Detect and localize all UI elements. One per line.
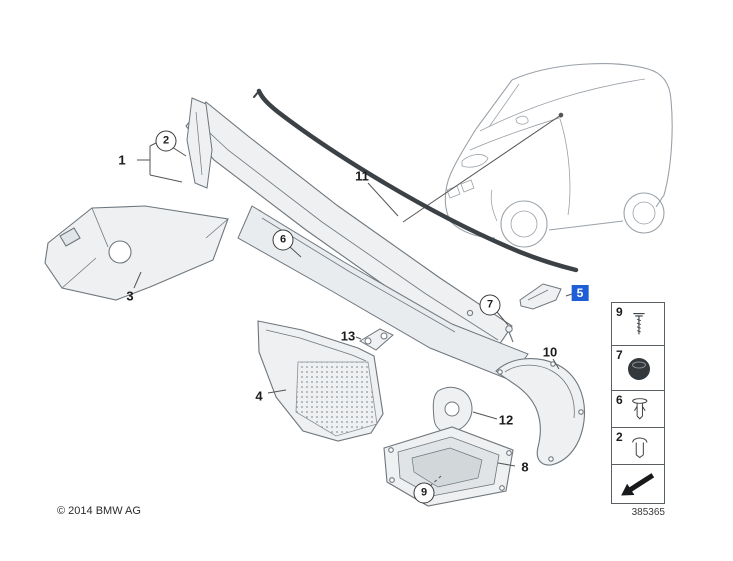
copyright-text: © 2014 BMW AG xyxy=(57,505,141,517)
leader-lines xyxy=(133,141,573,487)
legend-item-label: 9 xyxy=(616,305,623,319)
callout-12[interactable]: 12 xyxy=(498,412,514,428)
legend-item-label: 2 xyxy=(616,430,623,444)
fastener-legend: 9 7 6 xyxy=(611,302,665,504)
part-13-bracket xyxy=(359,328,394,351)
callout-10[interactable]: 10 xyxy=(542,344,558,360)
part-5-cover xyxy=(519,283,562,310)
callout-5-selected[interactable]: 5 xyxy=(571,285,589,301)
callout-11[interactable]: 11 xyxy=(355,168,369,184)
legend-item-2[interactable]: 2 xyxy=(611,427,665,465)
vehicle-location-sketch xyxy=(444,63,673,248)
part-4-mesh-panel xyxy=(257,320,384,442)
location-pointer-line xyxy=(402,112,564,223)
callout-2[interactable]: 2 xyxy=(155,130,177,152)
part-12-bracket xyxy=(432,387,473,433)
diagram-number: 385365 xyxy=(631,507,665,518)
grommet-icon xyxy=(628,358,650,380)
callout-3[interactable]: 3 xyxy=(126,288,134,304)
callout-13[interactable]: 13 xyxy=(340,328,356,344)
part-1-cowl-panel xyxy=(185,101,513,359)
legend-item-9[interactable]: 9 xyxy=(611,302,665,346)
legend-item-6[interactable]: 6 xyxy=(611,390,665,428)
callout-1[interactable]: 1 xyxy=(118,152,126,168)
callout-4[interactable]: 4 xyxy=(255,388,263,404)
callout-8[interactable]: 8 xyxy=(521,459,529,475)
legend-item-arrow[interactable] xyxy=(611,464,665,504)
direction-arrow-icon xyxy=(621,473,655,496)
part-8-tray xyxy=(383,426,514,507)
callout-9[interactable]: 9 xyxy=(413,482,435,504)
screw-icon xyxy=(633,313,645,335)
callout-7[interactable]: 7 xyxy=(479,294,501,316)
expanding-rivet-icon xyxy=(632,398,648,420)
part-3-panel xyxy=(44,205,229,301)
legend-item-label: 6 xyxy=(616,393,623,407)
legend-item-7[interactable]: 7 xyxy=(611,345,665,391)
callout-6[interactable]: 6 xyxy=(272,229,294,251)
clip-icon xyxy=(632,437,648,459)
part-11-seal-strip xyxy=(253,88,579,273)
legend-item-label: 7 xyxy=(616,348,623,362)
part-1-end-piece xyxy=(186,97,213,189)
